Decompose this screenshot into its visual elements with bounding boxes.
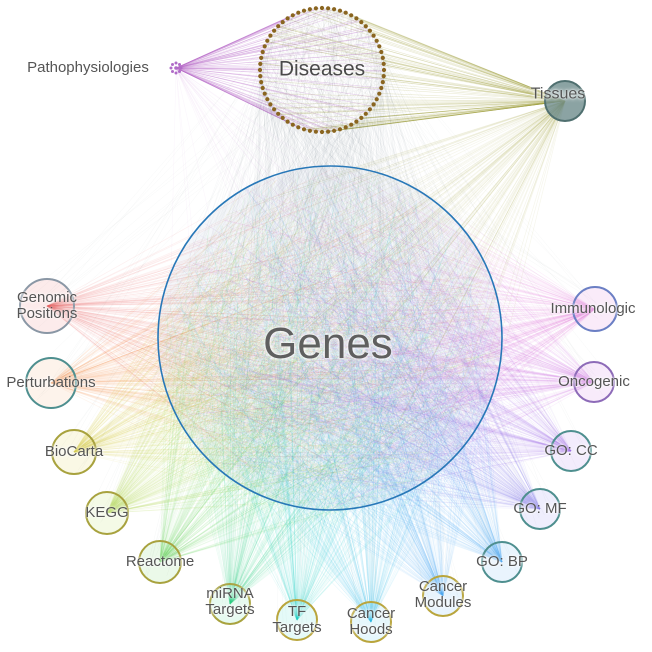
- edge-bundle-diseases-perturbations: [36, 10, 383, 400]
- edge-bundle-go_cc-genes: [171, 176, 572, 505]
- edge-bundle-perturbations-genes: [50, 179, 500, 503]
- node-cancer_hoods[interactable]: [350, 601, 392, 643]
- edge-bundle-cancer_modules-genes: [171, 187, 497, 597]
- node-reactome[interactable]: [138, 540, 182, 584]
- node-go_bp[interactable]: [481, 541, 523, 583]
- node-tissues[interactable]: [544, 80, 586, 122]
- edge-bundle-diseases-go_cc: [279, 12, 587, 469]
- edge-bundle-diseases-cancer_modules: [264, 11, 463, 609]
- node-oncogenic[interactable]: [573, 361, 615, 403]
- edge-bundle-diseases-genomic_positions: [23, 26, 383, 328]
- edge-bundle-diseases-kegg: [87, 8, 385, 523]
- edge-bundle-diseases-mirna_targets: [220, 7, 345, 616]
- edge-bundle-immunologic-genes: [174, 171, 596, 496]
- node-biocarta[interactable]: [51, 429, 97, 475]
- node-mirna_targets[interactable]: [209, 583, 251, 625]
- node-perturbations[interactable]: [25, 357, 77, 409]
- edge-bundle-tf_targets-genes: [164, 172, 491, 621]
- edge-bundle-diseases-oncogenic: [260, 8, 604, 396]
- edge-bundle-diseases-biocarta: [53, 7, 368, 472]
- edge-bundle-biocarta-genes: [73, 180, 500, 507]
- edge-bundle-cancer_hoods-genes: [168, 174, 497, 623]
- edge-bundle-diseases-go_bp: [259, 14, 518, 574]
- node-go_mf[interactable]: [519, 488, 561, 530]
- edge-bundle-diseases-diseases: [259, 7, 385, 133]
- node-immunologic[interactable]: [572, 286, 618, 332]
- node-go_cc[interactable]: [550, 430, 592, 472]
- edge-bundle-diseases-genes: [159, 7, 500, 507]
- edge-bundle-tissues-genes: [164, 100, 566, 491]
- edge-bundle-reactome-genes: [159, 168, 497, 563]
- node-kegg[interactable]: [85, 491, 129, 535]
- edge-bundle-oncogenic-genes: [166, 188, 595, 511]
- node-cancer_modules[interactable]: [422, 575, 464, 617]
- edge-bundle-diseases-go_mf: [263, 10, 559, 526]
- edge-bundle-diseases-immunologic: [259, 10, 603, 319]
- edge-bundle-tissues-diseases: [260, 7, 566, 133]
- node-diseases[interactable]: [257, 5, 387, 135]
- node-genomic_positions[interactable]: [19, 278, 75, 334]
- edge-bundle-pathophysiologies-genes: [169, 67, 482, 470]
- edge-bundle-go_mf-genes: [162, 167, 541, 510]
- genes-node-fill: [158, 166, 502, 510]
- node-tf_targets[interactable]: [276, 599, 318, 641]
- edge-bundle-diseases-cancer_hoods: [262, 8, 389, 636]
- edge-bundle-genomic_positions-genes: [46, 169, 485, 505]
- node-pathophysiologies[interactable]: [169, 61, 183, 75]
- edge-bundle-pathophysiologies-diseases: [175, 7, 385, 133]
- edge-bundle-kegg-genes: [106, 176, 499, 514]
- node-genes[interactable]: [157, 165, 503, 511]
- edge-bundle-mirna_targets-genes: [164, 173, 496, 605]
- edge-bundle-go_bp-genes: [161, 169, 503, 563]
